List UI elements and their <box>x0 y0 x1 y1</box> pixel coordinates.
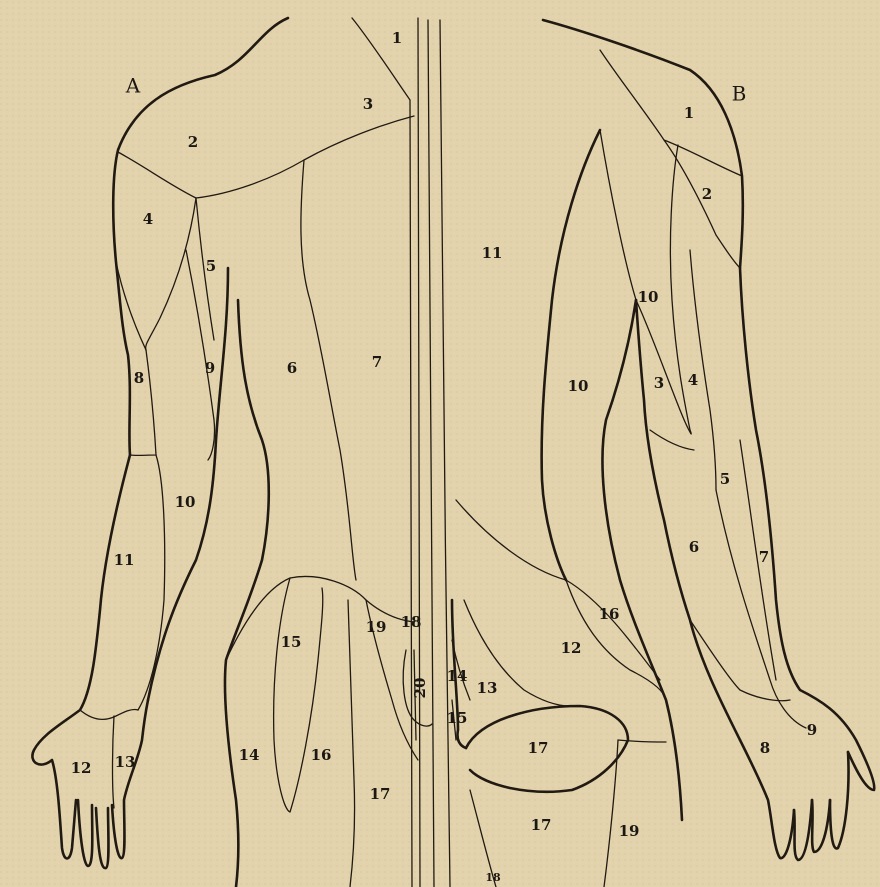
region-label: 8 <box>760 739 770 757</box>
region-label: 14 <box>239 746 260 764</box>
region-label: 13 <box>115 753 136 771</box>
region-label: 1 <box>684 104 694 122</box>
region-label: 12 <box>71 759 92 777</box>
region-label: 17 <box>370 785 391 803</box>
region-label: 18 <box>485 871 501 884</box>
region-label: 10 <box>175 493 196 511</box>
region-label: 6 <box>689 538 699 556</box>
region-label: 13 <box>477 679 498 697</box>
region-label: 9 <box>807 721 817 739</box>
region-label: 12 <box>561 639 582 657</box>
region-label: 16 <box>599 605 620 623</box>
region-label: 8 <box>134 369 144 387</box>
region-label: 4 <box>143 210 153 228</box>
region-label: 1 <box>392 29 402 47</box>
region-label: 17 <box>531 816 552 834</box>
region-label: 15 <box>281 633 302 651</box>
region-label: 19 <box>366 618 387 636</box>
region-label: 5 <box>720 470 730 488</box>
region-label: 20 <box>411 678 429 699</box>
region-label: 3 <box>654 374 664 392</box>
figure-b-letter: B <box>732 82 747 106</box>
figure-a-letter: A <box>125 74 141 98</box>
region-label: 18 <box>401 613 422 631</box>
region-label: 10 <box>568 377 589 395</box>
region-label: 9 <box>205 359 215 377</box>
region-label: 4 <box>688 371 698 389</box>
region-label: 19 <box>619 822 640 840</box>
region-label: 5 <box>206 257 216 275</box>
region-label: 6 <box>287 359 297 377</box>
region-label: 11 <box>114 551 135 569</box>
region-label: 11 <box>482 244 503 262</box>
region-label: 17 <box>528 739 549 757</box>
region-label: 7 <box>372 353 382 371</box>
region-label: 3 <box>363 95 373 113</box>
region-label: 16 <box>311 746 332 764</box>
region-label: 10 <box>638 288 659 306</box>
region-label: 14 <box>447 667 468 685</box>
region-label: 2 <box>188 133 198 151</box>
region-label: 2 <box>702 185 712 203</box>
region-label: 15 <box>447 709 468 727</box>
region-label: 7 <box>759 548 769 566</box>
